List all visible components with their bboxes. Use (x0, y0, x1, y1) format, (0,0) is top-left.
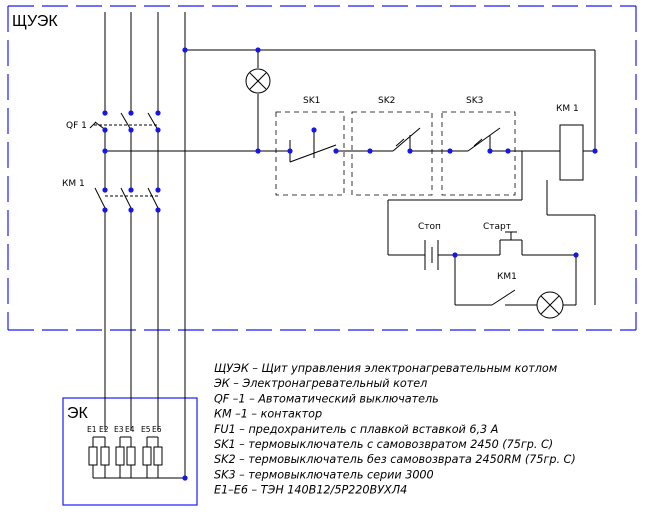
heater-e6: E6 (152, 425, 163, 478)
km1-coil-label: КМ 1 (556, 104, 579, 114)
legend-line: SK3 – термовыключатель серии 3000 (214, 468, 434, 481)
junction-dot (487, 148, 493, 154)
stop-label: Стоп (418, 222, 441, 232)
junction-dot (102, 110, 108, 116)
junction-dot (255, 47, 261, 53)
junction-dot (102, 207, 108, 213)
boiler-label: ЭК (67, 405, 89, 422)
heater-label: E5 (141, 425, 151, 434)
heater-e3: E3 (114, 425, 125, 478)
junction-dot (452, 252, 458, 258)
junction-dot (128, 127, 134, 133)
junction-dot (573, 252, 579, 258)
legend-line: ЭК – Электронагревательный котел (213, 377, 427, 390)
heater-e4: E4 (125, 425, 136, 478)
qf1-label: QF 1 (66, 121, 87, 131)
legend-line: FU1 – предохранитель с плавкой вставкой … (214, 423, 498, 436)
junction-dot (102, 127, 108, 133)
start-label: Старт (483, 222, 511, 232)
heater-e5: E5 (141, 425, 152, 478)
legend-line: ЩУЭК – Щит управления электронагреватель… (214, 362, 558, 375)
thermo-switch-boxes (275, 111, 516, 196)
sk2-label: SK2 (378, 96, 395, 106)
boiler-border (62, 397, 198, 506)
junction-dot (311, 127, 317, 133)
junction-dot (182, 475, 188, 481)
junction-dot (447, 148, 453, 154)
km1-contact-label: КМ1 (497, 272, 517, 282)
legend: ЩУЭК – Щит управления электронагреватель… (213, 362, 576, 497)
junction-dot (367, 148, 373, 154)
junction-dot (102, 148, 108, 154)
heater-label: E2 (99, 425, 109, 434)
junction-dot (255, 148, 261, 154)
junction-dot (128, 110, 134, 116)
panel-label: ЩУЭК (12, 13, 58, 30)
heater-label: E3 (114, 425, 124, 434)
junction-dot (155, 127, 161, 133)
legend-line: SK1 – термовыключатель с самовозвратом 2… (214, 438, 553, 451)
junction-dot (155, 187, 161, 193)
junction-dot (333, 148, 339, 154)
junction-dot (128, 207, 134, 213)
panel-border (7, 5, 637, 331)
junction-dot (407, 148, 413, 154)
signal-lamp-bottom (536, 291, 564, 319)
legend-line: SK2 – термовыключатель без самовозврата … (214, 453, 576, 466)
junction-dot (155, 110, 161, 116)
junction-dots (102, 47, 598, 481)
legend-line: КМ –1 – контактор (214, 408, 322, 421)
sk1-label: SK1 (303, 96, 320, 106)
junction-dot (155, 207, 161, 213)
junction-dot (287, 148, 293, 154)
junction-dot (102, 187, 108, 193)
heater-label: E1 (87, 425, 97, 434)
heater-e1: E1 (87, 425, 98, 478)
km1-label-left: КМ 1 (62, 179, 85, 189)
heater-e2: E2 (99, 425, 110, 478)
junction-dot (128, 187, 134, 193)
junction-dot (182, 47, 188, 53)
heater-label: E4 (125, 425, 135, 434)
legend-line: E1–E6 – ТЭН 140В12/5Р220ВУХЛ4 (214, 484, 407, 497)
junction-dot (592, 148, 598, 154)
heater-label: E6 (152, 425, 162, 434)
sk3-label: SK3 (466, 96, 483, 106)
legend-line: QF –1 – Автоматический выключатель (214, 392, 439, 405)
power-lines (89, 12, 596, 479)
junction-dot (505, 148, 511, 154)
signal-lamp-top (245, 68, 271, 94)
